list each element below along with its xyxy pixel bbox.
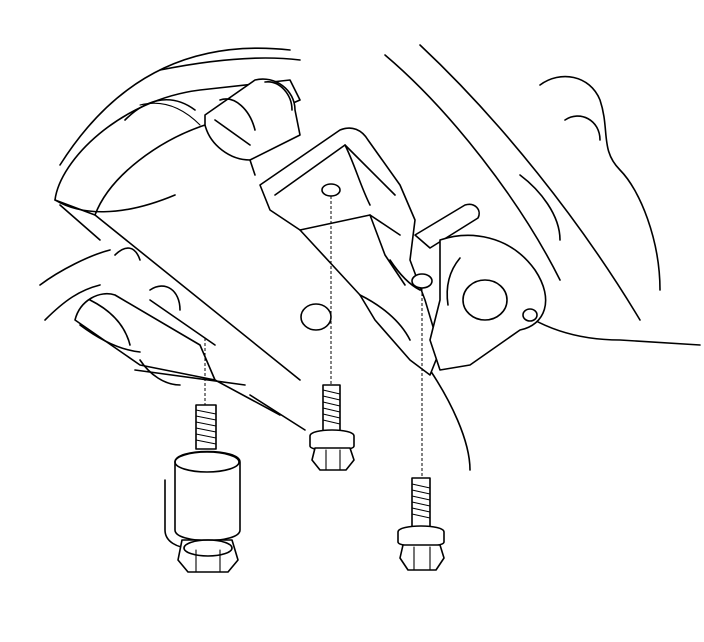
bolt-center-head — [311, 447, 355, 471]
bracket-hole-right — [411, 273, 433, 289]
engine-block-outline — [39, 44, 701, 471]
bracket-pin — [414, 203, 480, 249]
bracket-hole-top — [321, 183, 341, 197]
flange-bore — [462, 279, 508, 321]
bolt-right — [397, 477, 445, 571]
bolt-right-head — [399, 544, 445, 571]
plug-cover — [300, 303, 332, 331]
stud-spacer — [174, 450, 241, 542]
spacer-stud — [164, 404, 241, 573]
bolt-center — [309, 384, 355, 471]
leader-lines — [204, 196, 423, 478]
mounting-bracket — [259, 127, 547, 376]
flange-hole — [522, 308, 538, 322]
stud-thread — [195, 404, 217, 450]
starter-motor — [54, 78, 332, 386]
bolt-right-flange — [397, 525, 445, 548]
